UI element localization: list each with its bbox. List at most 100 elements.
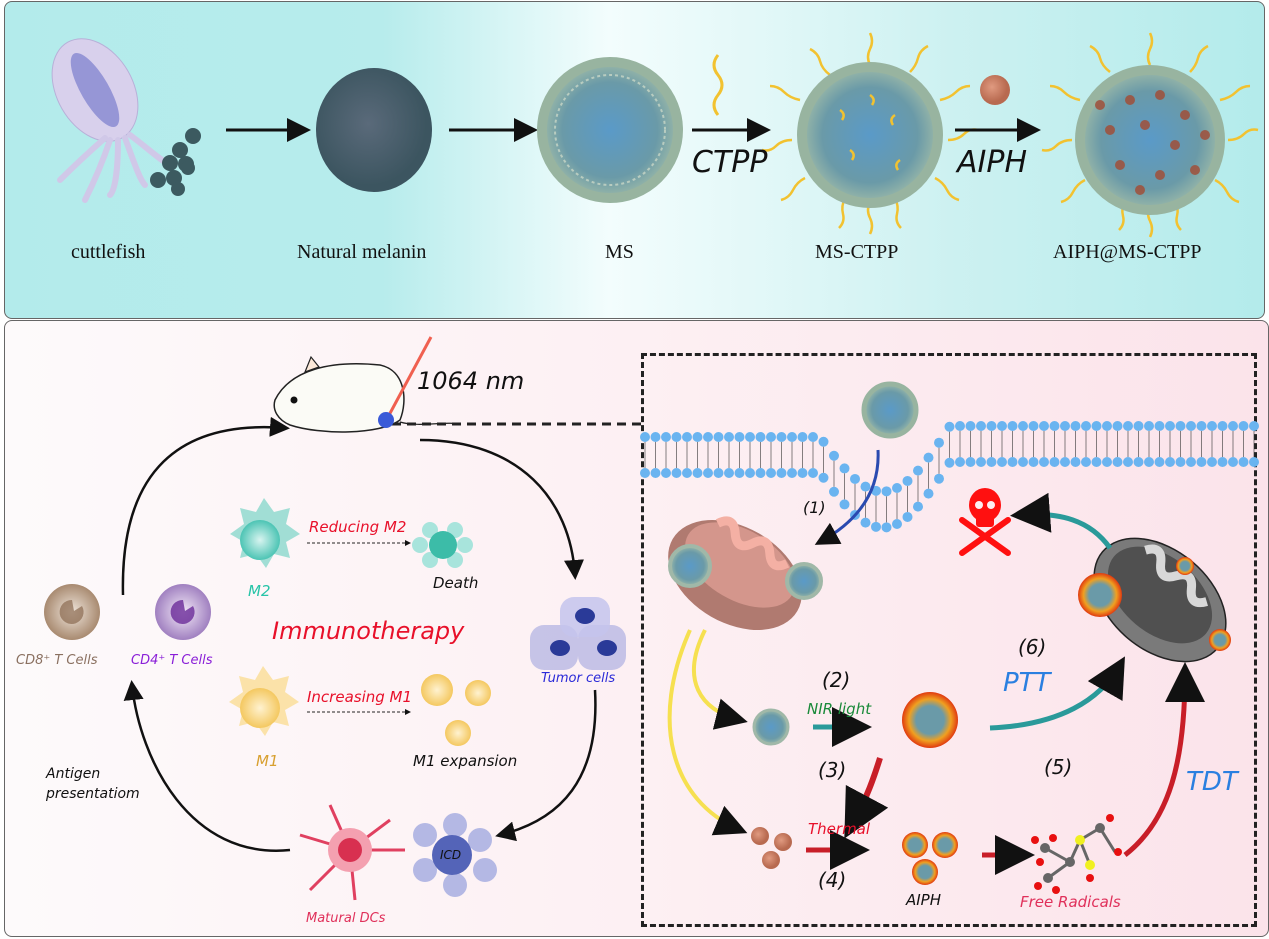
- lipid-head: [1207, 421, 1217, 431]
- free-radical-molecule: [1031, 814, 1122, 894]
- arrow-step-3: [844, 757, 889, 839]
- lipid-head: [1228, 421, 1238, 431]
- lipid-head: [913, 465, 923, 476]
- lipid-head: [871, 521, 881, 532]
- lipid-head: [650, 432, 661, 442]
- lipid-head: [1049, 457, 1060, 467]
- lipid-head: [682, 468, 692, 478]
- lipid-head: [1144, 457, 1154, 467]
- lipid-head: [1238, 421, 1249, 431]
- lipid-head: [682, 432, 692, 442]
- lipid-head: [724, 432, 734, 442]
- label-m1-expansion: M1 expansion: [413, 752, 518, 770]
- lipid-head: [1186, 421, 1196, 431]
- label-reducing-m2: Reducing M2: [309, 518, 407, 536]
- label-presentation: presentatiom: [46, 786, 140, 802]
- lipid-head: [1060, 457, 1070, 467]
- label-ctpp: CTPP: [692, 145, 768, 180]
- lipid-head: [1007, 457, 1018, 467]
- lipid-head: [1196, 421, 1207, 431]
- label-cd4-t-cells: CD4⁺ T Cells: [131, 653, 213, 668]
- lipid-head: [1207, 457, 1217, 467]
- ms-particle: [537, 57, 683, 203]
- lipid-head: [650, 468, 661, 478]
- lipid-head: [1007, 421, 1018, 431]
- lipid-head: [1123, 421, 1133, 431]
- lipid-head: [1228, 457, 1238, 467]
- lipid-head: [1018, 421, 1028, 431]
- lipid-head: [661, 468, 671, 478]
- label-cd8-t-cells: CD8⁺ T Cells: [16, 653, 98, 668]
- lipid-head: [997, 421, 1007, 431]
- lipid-head: [1175, 457, 1186, 467]
- arrow-step-1: [814, 449, 880, 545]
- lipid-head: [965, 421, 976, 431]
- lipid-head: [902, 511, 913, 522]
- label-increasing-m1: Increasing M1: [307, 688, 413, 706]
- lipid-head: [944, 457, 955, 468]
- lipid-head: [1144, 421, 1154, 431]
- lipid-head: [965, 457, 976, 467]
- lipid-head: [881, 486, 892, 497]
- label-step-5: (5): [1044, 755, 1073, 779]
- label-thermal: Thermal: [808, 820, 871, 838]
- lipid-head: [1028, 421, 1039, 431]
- cuttlefish-illustration: [51, 38, 201, 203]
- lipid-head: [1217, 457, 1228, 467]
- lipid-head: [955, 421, 965, 431]
- lipid-head: [1249, 421, 1259, 431]
- lipid-head: [1060, 421, 1070, 431]
- lipid-head: [1165, 421, 1175, 431]
- lipid-head: [755, 432, 766, 442]
- lipid-head: [755, 468, 766, 478]
- burning-aiph: [902, 832, 958, 885]
- lipid-head: [1175, 421, 1186, 431]
- lipid-head: [955, 457, 965, 467]
- lipid-head: [944, 421, 955, 432]
- lipid-head: [1154, 457, 1165, 467]
- lipid-head: [1112, 421, 1123, 431]
- lipid-head: [808, 432, 818, 442]
- label-aiph: AIPH: [906, 891, 942, 909]
- label-step-6: (6): [1018, 635, 1047, 659]
- lipid-head: [787, 468, 797, 478]
- label-ptt: PTT: [1003, 668, 1051, 698]
- immunotherapy-title: Immunotherapy: [272, 617, 465, 645]
- arrow-to-death: [1010, 492, 1113, 550]
- label-tumor-cells: Tumor cells: [541, 671, 616, 686]
- ms-particle-small: [752, 708, 790, 746]
- lipid-head: [766, 432, 776, 442]
- lipid-head: [1049, 421, 1060, 431]
- lipid-head: [1154, 421, 1165, 431]
- lipid-head: [839, 499, 850, 510]
- label-mature-dcs: Matural DCs: [306, 911, 386, 926]
- lipid-head: [1070, 457, 1081, 467]
- lipid-head: [640, 432, 650, 442]
- lipid-head: [923, 452, 934, 463]
- mature-dendritic-cell: [299, 804, 405, 901]
- label-antigen: Antigen: [46, 766, 101, 782]
- icd-cell: [413, 813, 497, 897]
- tumor-cells: [530, 597, 626, 670]
- cd4-t-cell: [155, 584, 211, 640]
- lipid-head: [1165, 457, 1175, 467]
- lipid-head: [976, 457, 986, 467]
- lipid-head: [745, 468, 755, 478]
- lipid-head: [1133, 457, 1144, 467]
- label-step-2: (2): [822, 668, 851, 692]
- lipid-head: [734, 432, 745, 442]
- lipid-head: [913, 501, 923, 512]
- aiph-molecules-small: [751, 827, 792, 869]
- lipid-head: [1112, 457, 1123, 467]
- lipid-head: [934, 473, 944, 484]
- lipid-head: [1039, 421, 1049, 431]
- mouse-illustration: [273, 336, 461, 433]
- label-ms-ctpp: MS-CTPP: [815, 241, 899, 263]
- lipid-head: [902, 475, 913, 486]
- label-step-4: (4): [818, 868, 847, 892]
- mitochondrion: [668, 516, 823, 630]
- m2-macrophage: [230, 498, 300, 568]
- lipid-head: [713, 432, 724, 442]
- lipid-head: [692, 432, 703, 442]
- label-step-1: (1): [803, 498, 826, 517]
